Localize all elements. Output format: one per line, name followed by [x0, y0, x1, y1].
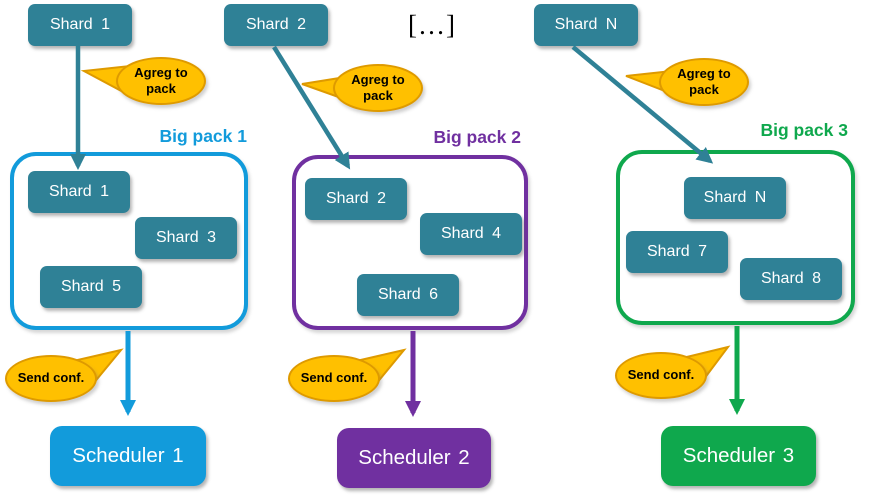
scheduler-1: Scheduler 1 — [50, 426, 206, 486]
source-shard-1: Shard 1 — [28, 4, 132, 46]
send-bubble-3: Send conf. — [615, 352, 707, 399]
pack2-shard-c: Shard 6 — [357, 274, 459, 316]
pack1-shard-b: Shard 3 — [135, 217, 237, 259]
scheduler-2: Scheduler 2 — [337, 428, 491, 488]
agreg-bubble-1: Agreg to pack — [116, 57, 206, 105]
source-shard-n: Shard N — [534, 4, 638, 46]
scheduler-3: Scheduler 3 — [661, 426, 816, 486]
agreg-bubble-3: Agreg to pack — [659, 58, 749, 106]
pack3-shard-a: Shard N — [684, 177, 786, 219]
agreg-arrow-2 — [272, 45, 351, 170]
ellipsis-label: […] — [408, 10, 456, 40]
pack3-shard-b: Shard 7 — [626, 231, 728, 273]
send-bubble-1: Send conf. — [5, 355, 97, 402]
pack2-shard-b: Shard 4 — [420, 213, 522, 255]
pack2-shard-a: Shard 2 — [305, 178, 407, 220]
send-bubble-2: Send conf. — [288, 355, 380, 402]
pack1-shard-c: Shard 5 — [40, 266, 142, 308]
pack-title-2: Big pack 2 — [433, 127, 521, 147]
source-shard-2: Shard 2 — [224, 4, 328, 46]
pack1-shard-a: Shard 1 — [28, 171, 130, 213]
pack-title-1: Big pack 1 — [159, 126, 247, 146]
pack-title-3: Big pack 3 — [760, 120, 848, 140]
agreg-bubble-2: Agreg to pack — [333, 64, 423, 112]
pack3-shard-c: Shard 8 — [740, 258, 842, 300]
